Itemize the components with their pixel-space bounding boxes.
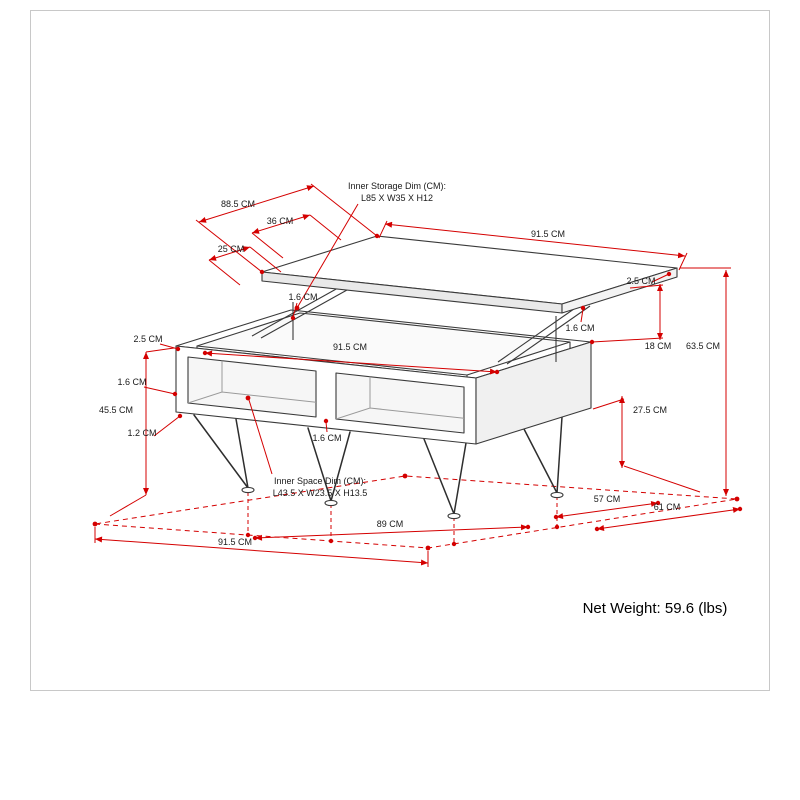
dim-body-length-label: 91.5 CM [333, 342, 367, 352]
lift-top-panel [261, 235, 678, 314]
inner-space-dim-line2: L43.5 X W23.5 X H13.5 [273, 488, 368, 498]
dim-divider-label: 1.6 CM [312, 433, 341, 443]
dim-top-thickness-label: 2.5 CM [626, 276, 655, 286]
dim-feet-length-label: 89 CM [377, 519, 404, 529]
dim-feet-depth-inner-label: 57 CM [594, 494, 621, 504]
dim-top-inner-label: 36 CM [267, 216, 294, 226]
dim-body-top-thickness-label: 2.5 CM [133, 334, 162, 344]
dim-leg-height-label: 27.5 CM [633, 405, 667, 415]
dim-overall-height-label: 63.5 CM [686, 341, 720, 351]
dim-side-panel-label: 1.6 CM [117, 377, 146, 387]
dim-bottom-panel-label: 1.2 CM [127, 428, 156, 438]
dim-lift-clearance-label: 25 CM [218, 244, 245, 254]
hairpin-legs [193, 414, 564, 520]
leg-foot [550, 491, 564, 499]
dim-arm-right-label: 1.6 CM [565, 323, 594, 333]
net-weight-label: Net Weight: 59.6 (lbs) [583, 600, 728, 617]
leg-foot [241, 486, 255, 494]
leg-foot [447, 512, 461, 520]
inner-storage-dim-line1: Inner Storage Dim (CM): [348, 181, 446, 191]
panel-right-edge [561, 267, 678, 314]
open-shelf-right [335, 372, 465, 434]
inner-space-dim-line1: Inner Space Dim (CM): [274, 476, 366, 486]
dim-arm-left-label: 1.6 CM [288, 292, 317, 302]
leg-foot [324, 499, 338, 507]
dimension-dots [92, 233, 743, 551]
body-right-face [475, 341, 592, 445]
extension-leader-lines [94, 183, 731, 567]
dim-floor-length-label: 91.5 CM [218, 537, 252, 547]
inner-storage-dim-line2: L85 X W35 X H12 [361, 193, 433, 203]
dim-top-depth-label: 88.5 CM [221, 199, 255, 209]
dim-body-height-label: 45.5 CM [99, 405, 133, 415]
dimension-lines [94, 185, 741, 566]
dim-top-length-label: 91.5 CM [531, 229, 565, 239]
lift-mechanism [251, 287, 591, 365]
dim-gap-right-label: 18 CM [645, 341, 672, 351]
dim-feet-depth-outer-label: 61 CM [654, 502, 681, 512]
